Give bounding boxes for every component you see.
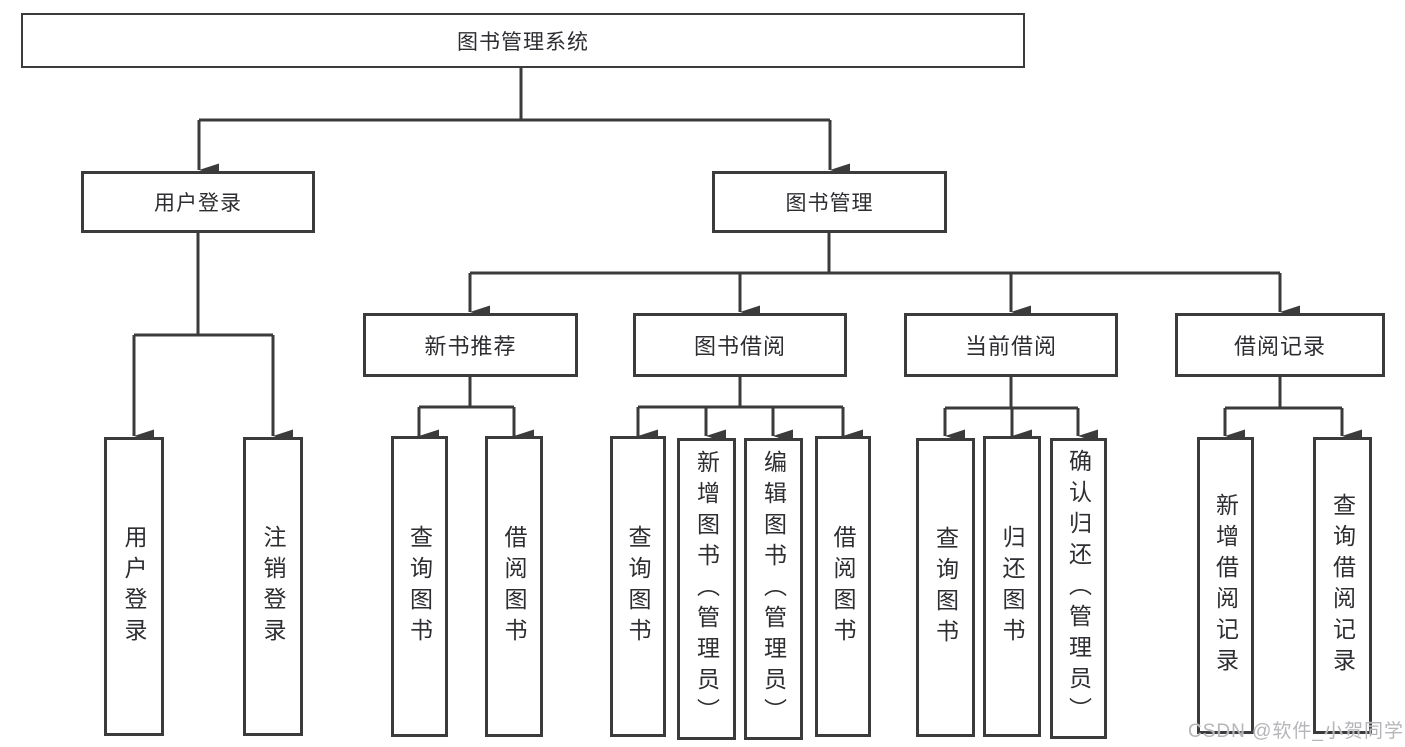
node-current-borrow-label: 当前借阅 — [964, 334, 1057, 359]
leaf-borrow-books: 借阅图书 — [815, 436, 871, 737]
leaf-add-borrow-record-label: 新增借阅记录 — [1212, 492, 1239, 679]
leaf-logout: 注销登录 — [243, 437, 303, 736]
leaf-add-borrow-record: 新增借阅记录 — [1197, 437, 1254, 734]
leaf-logout-label: 注销登录 — [260, 524, 286, 649]
leaf-add-books-admin-label: 新增图书（管理员） — [693, 449, 720, 729]
leaf-edit-books-admin: 编辑图书（管理员） — [744, 438, 803, 740]
leaf-return-books: 归还图书 — [983, 436, 1041, 737]
leaf-query-borrow-record-label: 查询借阅记录 — [1329, 492, 1356, 679]
leaf-user-login-label: 用户登录 — [121, 524, 147, 649]
leaf-recommend-borrow-books-label: 借阅图书 — [501, 524, 527, 649]
node-book-borrow: 图书借阅 — [633, 313, 847, 377]
node-book-management-label: 图书管理 — [785, 192, 874, 215]
arrowheads — [132, 120, 1362, 443]
node-borrow-records: 借阅记录 — [1175, 313, 1385, 377]
leaf-recommend-query-books: 查询图书 — [391, 436, 448, 737]
leaf-add-books-admin: 新增图书（管理员） — [677, 438, 736, 740]
node-user-login: 用户登录 — [81, 171, 315, 233]
leaf-borrow-query-books: 查询图书 — [610, 436, 666, 737]
leaf-query-borrow-record: 查询借阅记录 — [1313, 437, 1372, 734]
leaf-borrow-query-books-label: 查询图书 — [625, 524, 651, 649]
leaf-borrow-books-label: 借阅图书 — [830, 524, 856, 649]
leaf-current-query-books: 查询图书 — [916, 438, 975, 737]
csdn-watermark: CSDN @软件_小贺同学 — [1188, 721, 1404, 742]
node-new-book-recommend: 新书推荐 — [363, 313, 578, 377]
node-book-borrow-label: 图书借阅 — [693, 334, 786, 359]
leaf-recommend-borrow-books: 借阅图书 — [485, 436, 543, 737]
leaf-confirm-return-admin: 确认归还（管理员） — [1050, 438, 1107, 739]
leaf-current-query-books-label: 查询图书 — [932, 525, 959, 650]
leaf-recommend-query-books-label: 查询图书 — [406, 524, 433, 649]
node-book-management: 图书管理 — [712, 171, 947, 233]
leaf-confirm-return-admin-label: 确认归还（管理员） — [1065, 449, 1092, 728]
node-new-book-recommend-label: 新书推荐 — [424, 334, 517, 359]
node-current-borrow: 当前借阅 — [904, 313, 1118, 377]
leaf-return-books-label: 归还图书 — [999, 524, 1025, 649]
node-root-label: 图书管理系统 — [457, 30, 589, 54]
leaf-user-login: 用户登录 — [104, 437, 164, 736]
node-root: 图书管理系统 — [21, 13, 1025, 68]
node-user-login-label: 用户登录 — [154, 192, 242, 215]
leaf-edit-books-admin-label: 编辑图书（管理员） — [760, 449, 787, 729]
node-borrow-records-label: 借阅记录 — [1233, 334, 1326, 359]
